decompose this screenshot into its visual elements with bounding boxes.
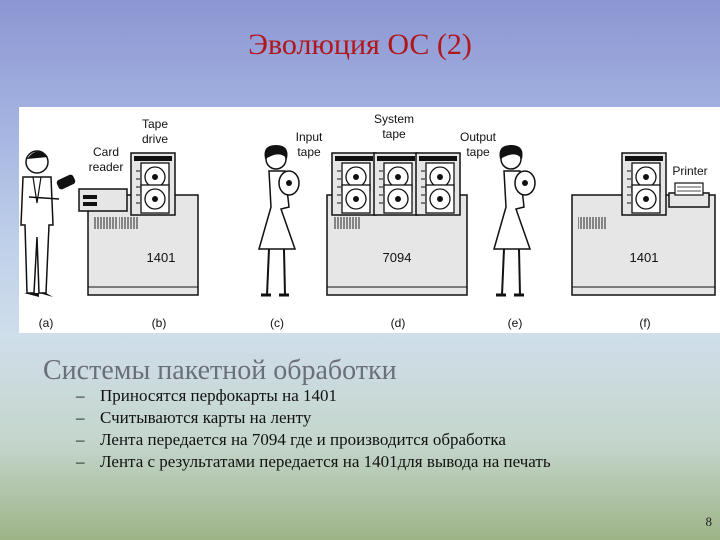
batch-system-illustration: Card reader Tape drive Input tape System… bbox=[20, 112, 716, 330]
machine-label-1401-left: 1401 bbox=[147, 250, 176, 265]
bullet-marker: – bbox=[76, 430, 85, 449]
output-tape-label-1: Output bbox=[460, 130, 497, 144]
ibm-1401-left bbox=[78, 153, 199, 296]
batch-system-figure: Card reader Tape drive Input tape System… bbox=[19, 107, 720, 333]
bullet-item: –Считываются карты на ленту bbox=[76, 407, 551, 429]
tape-drive-label-2: drive bbox=[142, 132, 168, 146]
input-tape-label-1: Input bbox=[296, 130, 323, 144]
bullet-text: Считываются карты на ленту bbox=[100, 408, 312, 427]
ibm-7094 bbox=[326, 153, 468, 296]
caption-b: (b) bbox=[152, 316, 167, 330]
caption-f: (f) bbox=[639, 316, 650, 330]
bullet-item: –Лента с результатами передается на 1401… bbox=[76, 451, 551, 473]
system-tape-label-1: System bbox=[374, 112, 414, 126]
bullet-marker: – bbox=[76, 408, 85, 427]
bullet-text: Приносятся перфокарты на 1401 bbox=[100, 386, 337, 405]
man-with-cards bbox=[20, 150, 76, 297]
card-reader-label-2: reader bbox=[89, 160, 124, 174]
woman-output-tape bbox=[493, 145, 536, 297]
caption-d: (d) bbox=[391, 316, 406, 330]
bullet-text: Лента передается на 7094 где и производи… bbox=[100, 430, 506, 449]
caption-a: (a) bbox=[39, 316, 54, 330]
tape-drive-label-1: Tape bbox=[142, 117, 168, 131]
bullet-item: –Лента передается на 7094 где и производ… bbox=[76, 429, 551, 451]
bullet-text: Лента с результатами передается на 1401д… bbox=[100, 452, 551, 471]
bullet-list: –Приносятся перфокарты на 1401 –Считываю… bbox=[76, 385, 551, 473]
card-reader-label-1: Card bbox=[93, 145, 119, 159]
machine-label-7094: 7094 bbox=[383, 250, 412, 265]
bullet-marker: – bbox=[76, 452, 85, 471]
machine-label-1401-right: 1401 bbox=[630, 250, 659, 265]
bullet-item: –Приносятся перфокарты на 1401 bbox=[76, 385, 551, 407]
input-tape-label-2: tape bbox=[297, 145, 321, 159]
bullet-marker: – bbox=[76, 386, 85, 405]
caption-e: (e) bbox=[508, 316, 523, 330]
page-number: 8 bbox=[705, 514, 713, 529]
system-tape-label-2: tape bbox=[382, 127, 406, 141]
caption-c: (c) bbox=[270, 316, 284, 330]
ibm-1401-right bbox=[571, 153, 716, 296]
printer-label: Printer bbox=[672, 164, 707, 178]
slide-title: Эволюция ОС (2) bbox=[248, 28, 472, 61]
woman-input-tape bbox=[258, 145, 300, 297]
section-heading: Системы пакетной обработки bbox=[43, 355, 397, 386]
output-tape-label-2: tape bbox=[466, 145, 490, 159]
